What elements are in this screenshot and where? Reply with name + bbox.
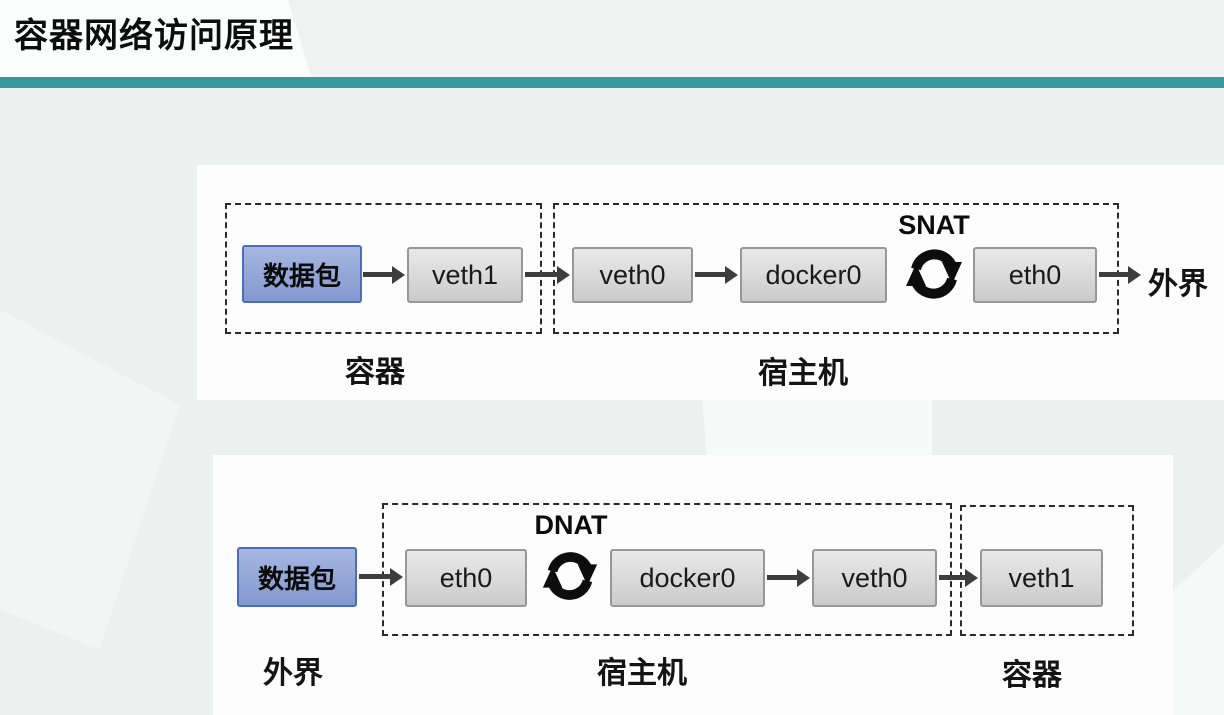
node-label: eth0	[1008, 259, 1062, 290]
node-label: docker0	[765, 259, 862, 290]
outside-label: 外界	[1148, 268, 1208, 301]
flow-arrow	[939, 569, 978, 587]
node-veth1: veth1	[407, 247, 523, 303]
snat-label: SNAT	[898, 210, 970, 240]
node-label: veth0	[841, 562, 908, 593]
background-polygon	[288, 0, 1224, 77]
packet-box: 数据包	[237, 547, 357, 607]
container-zone-box	[960, 505, 1134, 636]
node-label: eth0	[439, 562, 493, 593]
dnat-sync-icon	[542, 552, 598, 600]
packet-label: 数据包	[262, 260, 341, 291]
node-label: docker0	[639, 562, 736, 593]
container-zone-box	[225, 203, 542, 334]
dnat-label: DNAT	[534, 510, 608, 540]
node-veth0: veth0	[812, 549, 937, 607]
packet-label: 数据包	[257, 563, 336, 594]
snat-sync-icon	[906, 249, 962, 299]
flow-arrow	[363, 266, 405, 284]
node-eth0: eth0	[973, 247, 1097, 303]
flow-arrow	[525, 266, 570, 284]
node-docker0: docker0	[610, 549, 765, 607]
host-zone-caption: 宿主机	[758, 357, 848, 390]
packet-box: 数据包	[242, 245, 362, 303]
flow-arrow	[767, 569, 810, 587]
container-zone-caption: 容器	[345, 356, 405, 389]
background-polygon	[0, 310, 180, 650]
node-veth1: veth1	[980, 549, 1103, 607]
page-title: 容器网络访问原理	[14, 17, 294, 55]
node-veth0: veth0	[572, 247, 693, 303]
node-label: veth0	[599, 259, 666, 290]
accent-divider	[0, 77, 1224, 88]
node-eth0: eth0	[405, 549, 527, 607]
flow-arrow	[359, 568, 403, 586]
host-zone-box	[382, 503, 952, 636]
node-docker0: docker0	[740, 247, 887, 303]
container-zone-caption: 容器	[1002, 659, 1062, 692]
node-label: veth1	[1008, 562, 1075, 593]
node-label: veth1	[431, 259, 499, 290]
flow-arrow	[695, 266, 738, 284]
flow-arrow	[1099, 266, 1141, 284]
outside-zone-caption: 外界	[263, 657, 323, 690]
host-zone-box	[553, 203, 1119, 334]
host-zone-caption: 宿主机	[597, 657, 687, 690]
